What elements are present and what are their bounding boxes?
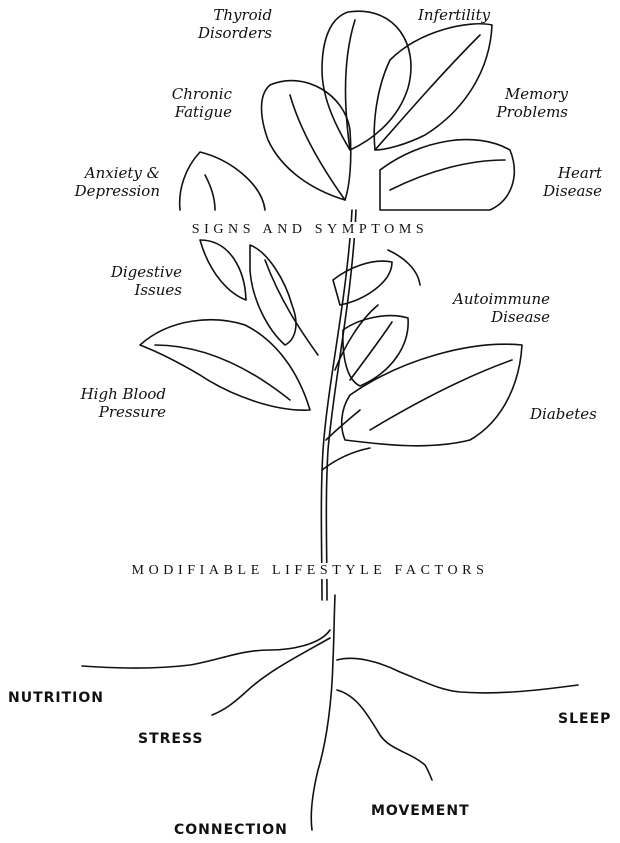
- symptom-label-line: Disease: [440, 308, 550, 326]
- symptom-label-line: Disorders: [198, 24, 272, 42]
- symptom-label-line: Fatigue: [162, 103, 232, 121]
- symptom-label-line: High Blood: [62, 385, 166, 403]
- symptom-label-line: Disease: [530, 182, 602, 200]
- symptom-memory-problems: Memory Problems: [488, 85, 568, 121]
- symptom-label-line: Chronic: [162, 85, 232, 103]
- heading-modifiable-lifestyle-factors: MODIFIABLE LIFESTYLE FACTORS: [0, 563, 620, 579]
- symptom-label-line: Thyroid: [198, 6, 272, 24]
- middle-leaves: [140, 240, 522, 470]
- root-label-movement: MOVEMENT: [371, 803, 470, 819]
- symptom-label-line: Depression: [60, 182, 160, 200]
- symptom-thyroid-disorders: Thyroid Disorders: [198, 6, 272, 42]
- root-label-connection: CONNECTION: [174, 822, 288, 838]
- symptom-diabetes: Diabetes: [530, 405, 597, 423]
- symptom-high-blood-pressure: High Blood Pressure: [62, 385, 166, 421]
- symptom-label-line: Digestive: [100, 263, 182, 281]
- symptom-label-line: Issues: [100, 281, 182, 299]
- symptom-digestive-issues: Digestive Issues: [100, 263, 182, 299]
- symptom-label-line: Infertility: [418, 6, 490, 24]
- symptom-chronic-fatigue: Chronic Fatigue: [162, 85, 232, 121]
- roots: [82, 595, 578, 830]
- symptom-label-line: Problems: [488, 103, 568, 121]
- symptom-label-line: Autoimmune: [440, 290, 550, 308]
- symptom-label-line: Diabetes: [530, 405, 597, 423]
- heading-signs-and-symptoms: SIGNS AND SYMPTOMS: [0, 222, 620, 238]
- symptom-heart-disease: Heart Disease: [530, 164, 602, 200]
- symptom-label-line: Memory: [488, 85, 568, 103]
- symptom-label-line: Anxiety &: [60, 164, 160, 182]
- symptom-infertility: Infertility: [418, 6, 490, 24]
- symptom-label-line: Heart: [530, 164, 602, 182]
- symptom-autoimmune-disease: Autoimmune Disease: [440, 290, 550, 326]
- symptom-label-line: Pressure: [62, 403, 166, 421]
- root-label-nutrition: NUTRITION: [8, 690, 104, 706]
- symptom-anxiety-depression: Anxiety & Depression: [60, 164, 160, 200]
- root-label-stress: STRESS: [138, 731, 204, 747]
- root-label-sleep: SLEEP: [558, 711, 611, 727]
